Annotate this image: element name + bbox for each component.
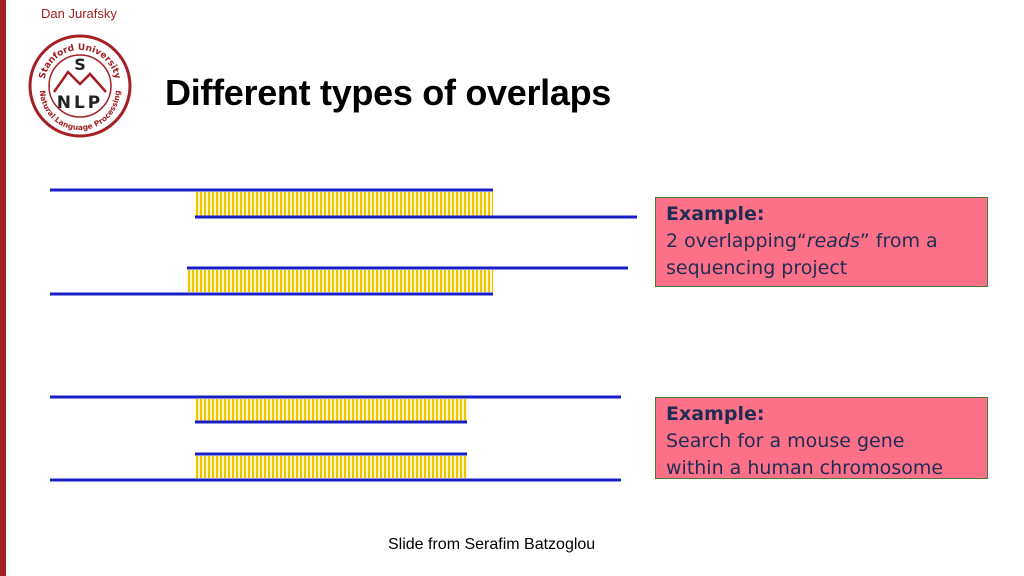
overlap-region <box>195 192 493 216</box>
overlap-region <box>187 270 493 292</box>
overlap-pair-1 <box>50 188 637 219</box>
example-text-line2: within a human chromosome <box>666 457 944 479</box>
logo-letters-nlp: NLP <box>57 93 104 113</box>
example-text-line1: Search for a mouse gene <box>666 430 905 452</box>
example-label: Example: <box>666 403 765 425</box>
stanford-nlp-logo: Stanford University Natural Language Pro… <box>28 34 132 138</box>
overlap-region <box>195 399 467 421</box>
overlap-region <box>195 456 467 478</box>
left-accent-bar <box>0 0 6 576</box>
example-label: Example: <box>666 203 765 225</box>
slide-credit: Slide from Serafim Batzoglou <box>388 536 596 553</box>
example-box-reads: Example: 2 overlapping“reads” from a seq… <box>655 197 988 287</box>
logo-letter-s: S <box>74 55 86 74</box>
author-name: Dan Jurafsky <box>41 6 117 21</box>
example-box-gene: Example: Search for a mouse gene within … <box>655 397 988 479</box>
page-title: Different types of overlaps <box>165 72 612 113</box>
mountain-icon <box>52 70 107 93</box>
overlap-pair-4 <box>50 452 621 482</box>
overlap-pair-2 <box>50 266 628 296</box>
example-text-line2: sequencing project <box>666 257 848 279</box>
example-text-line1: 2 overlapping“reads” from a <box>666 230 938 252</box>
overlap-pair-3 <box>50 395 621 424</box>
